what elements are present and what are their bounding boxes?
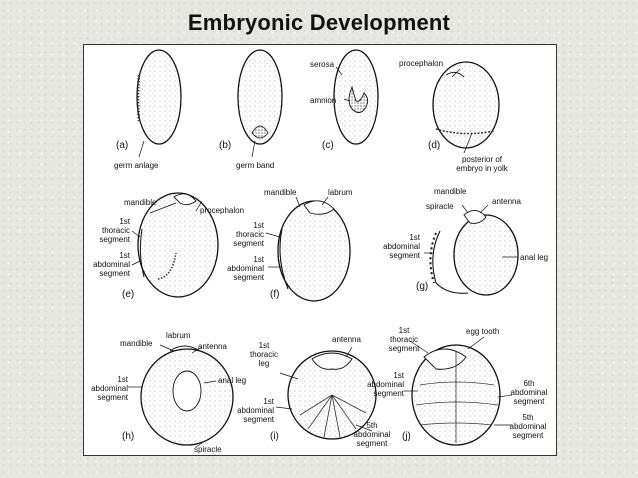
label-abdominal-j3: abdominal — [509, 422, 547, 431]
label-6th-j: 6th — [523, 379, 535, 388]
label-thoracic-j: thoracic — [389, 335, 418, 344]
label-5th-i: 5th — [366, 421, 378, 430]
label-antenna-i: antenna — [332, 335, 361, 344]
label-leg-i: leg — [258, 359, 270, 368]
label-germ-anlage: germ anlage — [114, 161, 159, 170]
label-posterior-of: posterior of — [461, 155, 503, 164]
label-5th-j: 5th — [522, 413, 534, 422]
label-embryo-in-yolk: embryo in yolk — [456, 164, 508, 173]
label-1st-j2: 1st — [393, 371, 404, 380]
panel-tag-j: (j) — [402, 431, 411, 442]
label-1st-i1: 1st — [258, 341, 270, 350]
page-title: Embryonic Development — [187, 10, 451, 35]
label-segment-e2: segment — [99, 269, 130, 278]
label-mandible-g: mandible — [434, 187, 467, 196]
label-1st-j1: 1st — [398, 326, 410, 335]
panel-tag-g: (g) — [416, 281, 429, 292]
label-1st-h: 1st — [117, 375, 128, 384]
panel-tag-f: (f) — [270, 289, 280, 300]
label-abdominal-j1: abdominal — [367, 380, 404, 389]
label-segment-j3: segment — [513, 397, 545, 406]
label-abdominal-e: abdominal — [93, 260, 130, 269]
label-serosa: serosa — [310, 60, 335, 69]
label-thoracic-i: thoracic — [249, 350, 278, 359]
label-egg-tooth: egg tooth — [466, 327, 500, 336]
label-segment-j1: segment — [388, 344, 420, 353]
label-antenna-h: antenna — [198, 342, 227, 351]
label-1st-e1: 1st — [119, 217, 130, 226]
label-1st-f2: 1st — [253, 255, 264, 264]
label-segment-f1: segment — [233, 239, 264, 248]
label-segment-h: segment — [97, 393, 128, 402]
egg-g — [424, 204, 519, 296]
panel-tag-i: (i) — [270, 431, 279, 442]
label-abdominal-g: abdominal — [383, 242, 420, 251]
diagram-panel: (a) germ anlage (b) germ band (c) serosa… — [83, 44, 557, 456]
panel-tag-h: (h) — [122, 431, 135, 442]
label-mandible-h: mandible — [120, 339, 153, 348]
label-spiracle-h: spiracle — [194, 445, 222, 454]
egg-e — [131, 192, 219, 298]
label-labrum-f: labrum — [328, 188, 353, 197]
egg-a — [136, 49, 182, 158]
label-segment-j4: segment — [512, 431, 544, 440]
label-mandible-f: mandible — [264, 188, 297, 197]
label-1st-i2: 1st — [263, 397, 274, 406]
panel-tag-d: (d) — [428, 140, 441, 151]
label-germ-band: germ band — [236, 161, 275, 170]
egg-f — [265, 196, 351, 302]
label-abdominal-h: abdominal — [91, 384, 128, 393]
egg-j — [404, 336, 513, 446]
label-1st-g: 1st — [409, 233, 420, 242]
label-labrum-h: labrum — [166, 331, 191, 340]
panel-tag-a: (a) — [116, 140, 129, 151]
label-segment-j2: segment — [373, 389, 404, 398]
egg-b — [237, 49, 283, 158]
egg-d — [432, 61, 500, 154]
label-abdominal-j2: abdominal — [510, 388, 548, 397]
panel-tag-c: (c) — [322, 140, 334, 151]
egg-i — [275, 346, 377, 440]
label-segment-i1: segment — [243, 415, 274, 424]
egg-h — [128, 344, 234, 448]
embryo-illustrations — [128, 49, 519, 448]
label-segment-i2: segment — [356, 439, 388, 448]
label-anal-leg-g: anal leg — [520, 253, 549, 262]
label-amnion: amnion — [310, 96, 337, 105]
label-mandible-e: mandible — [124, 198, 157, 207]
label-abdominal-i2: abdominal — [353, 430, 391, 439]
label-antenna-g: antenna — [492, 197, 521, 206]
label-procephalon-e: procephalon — [200, 206, 245, 215]
panel-tag-b: (b) — [219, 140, 232, 151]
label-anal-leg-h: anal leg — [218, 376, 247, 385]
label-abdominal-f: abdominal — [227, 264, 264, 273]
egg-c — [333, 49, 379, 145]
label-segment-g: segment — [389, 251, 420, 260]
panel-tag-e: (e) — [122, 289, 135, 300]
label-abdominal-i1: abdominal — [237, 406, 274, 415]
label-1st-e2: 1st — [119, 251, 130, 260]
label-procephalon-d: procephalon — [399, 59, 444, 68]
label-segment-e1: segment — [99, 235, 130, 244]
label-thoracic-f: thoracic — [235, 230, 264, 239]
label-spiracle-g: spiracle — [426, 202, 454, 211]
label-1st-f1: 1st — [253, 221, 264, 230]
label-thoracic-e: thoracic — [101, 226, 130, 235]
label-segment-f2: segment — [233, 273, 264, 282]
